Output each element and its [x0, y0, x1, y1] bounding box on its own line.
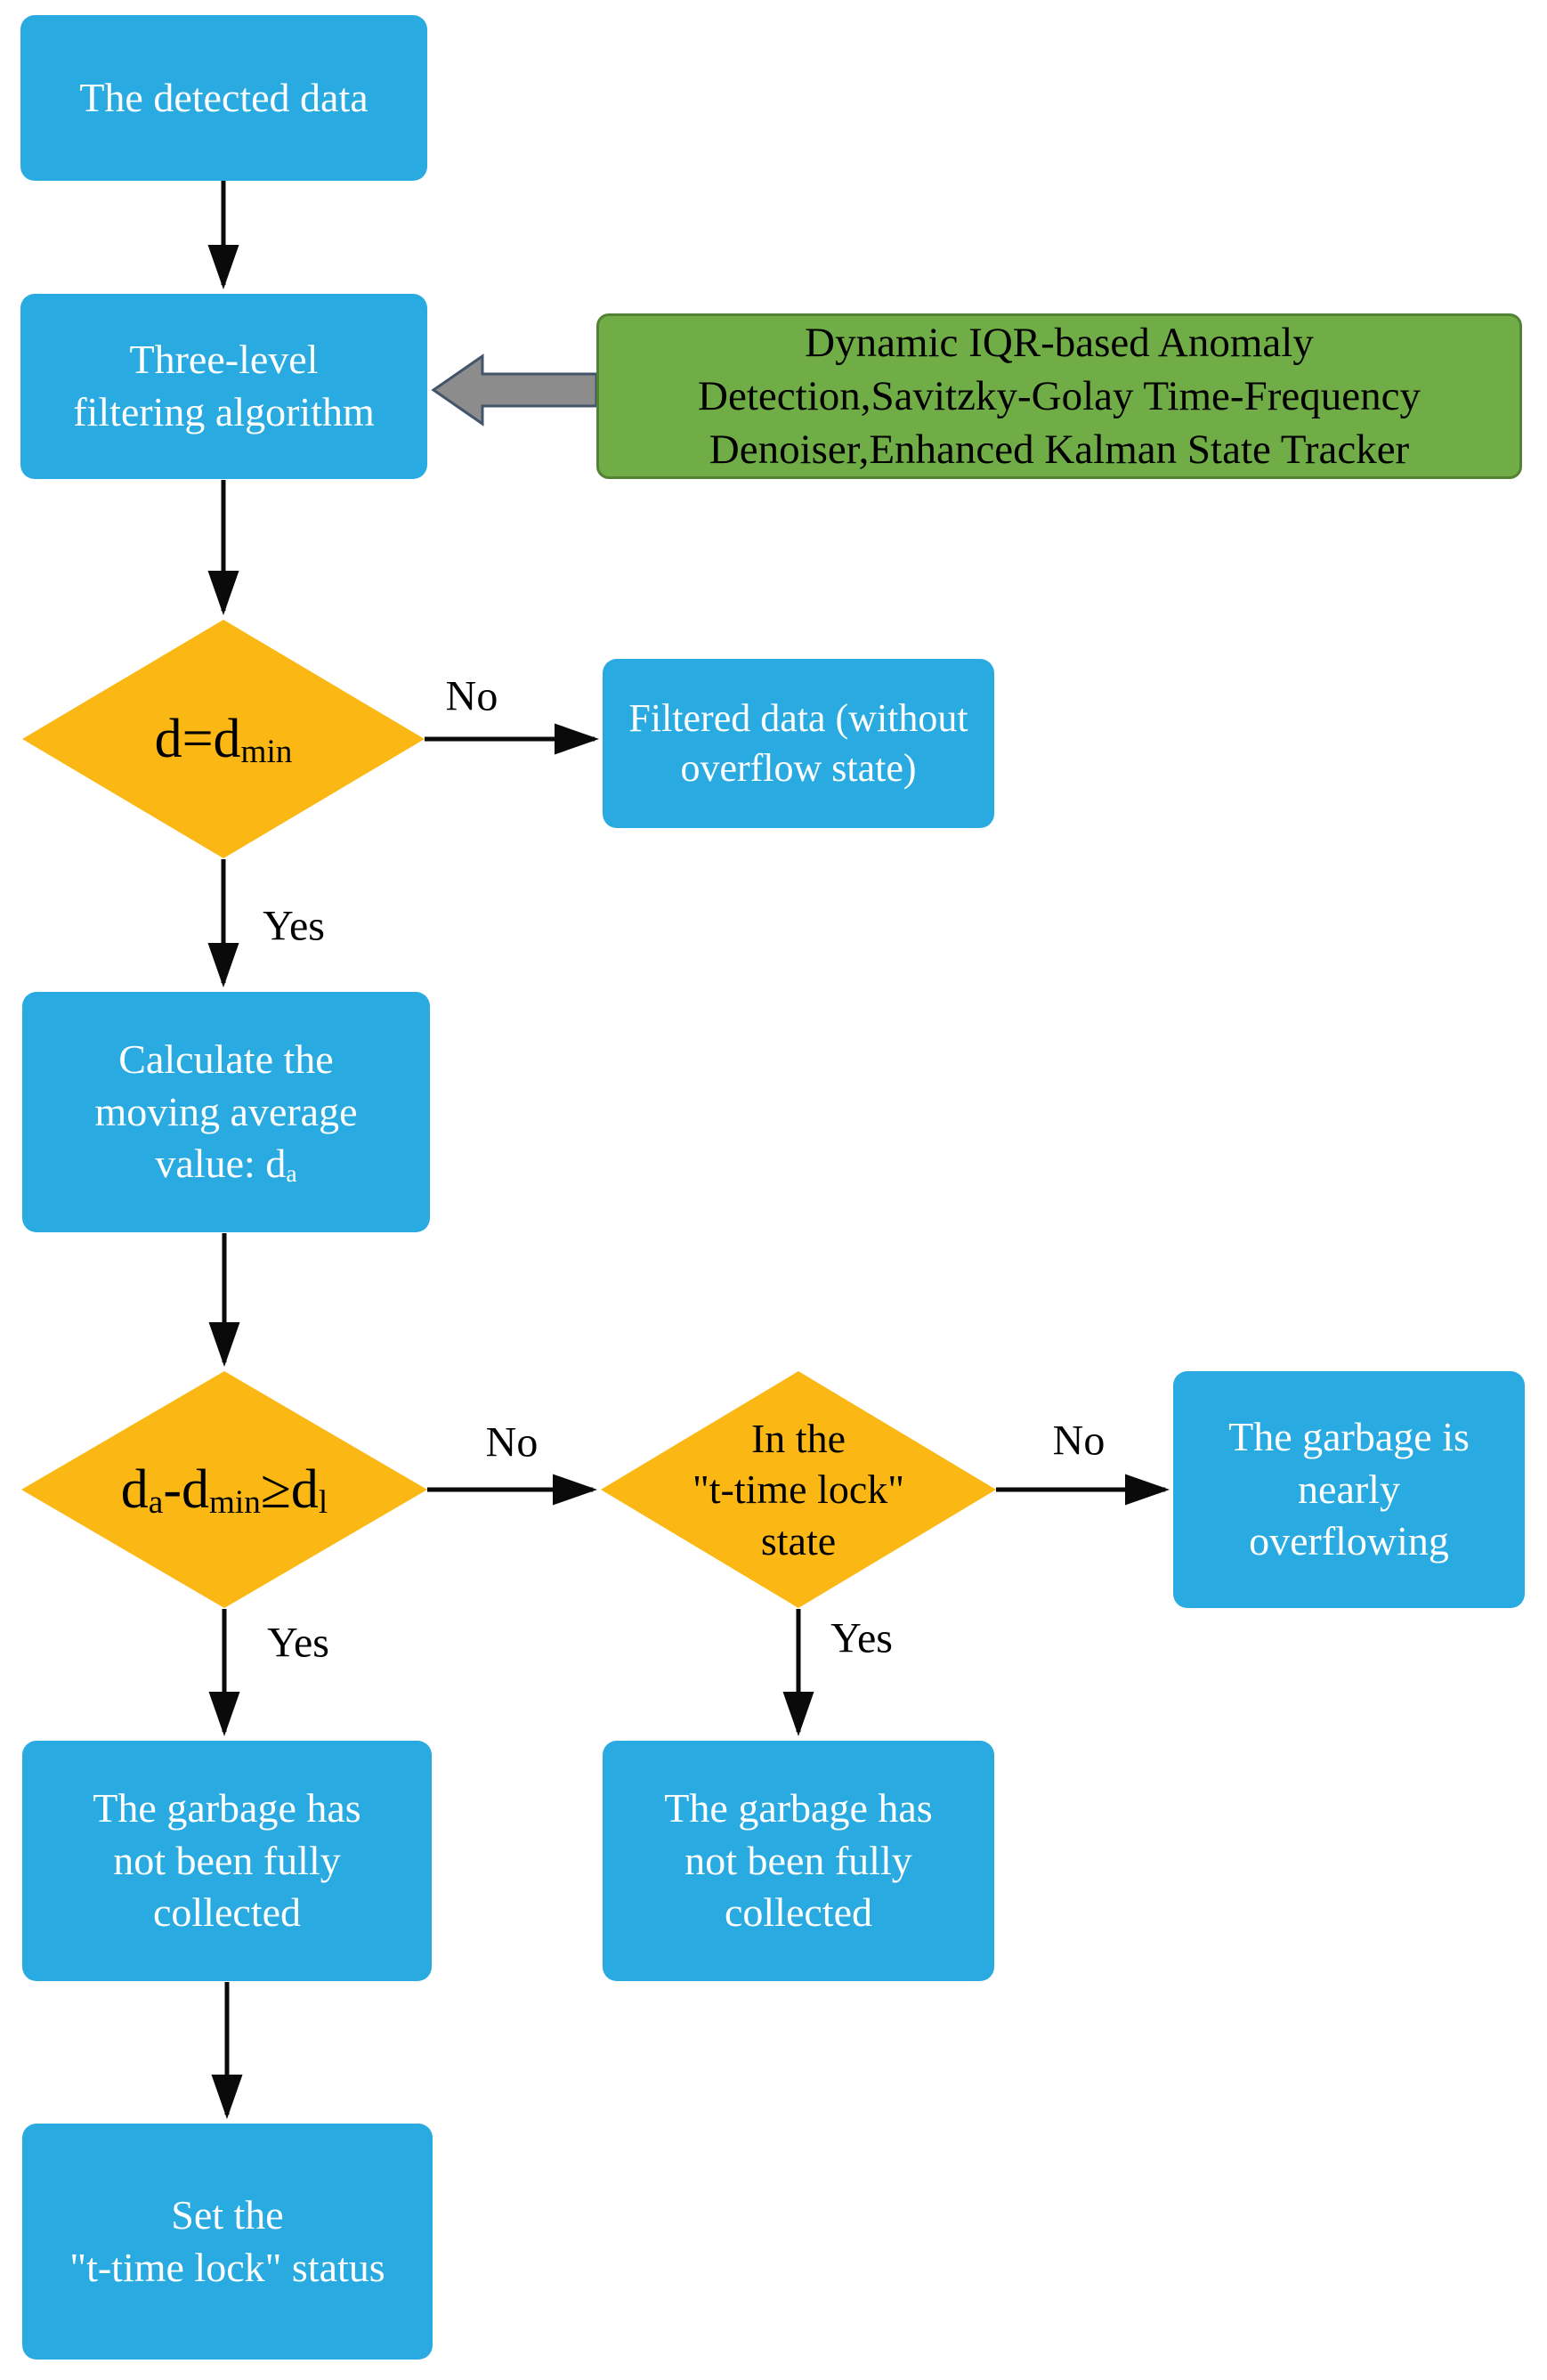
node-line: overflow state)	[680, 746, 917, 790]
node-line: The garbage has	[93, 1784, 361, 1831]
node-line: Dynamic IQR-based Anomaly	[805, 319, 1314, 366]
node-line: collected	[724, 1889, 872, 1936]
node-line: Filtered data (without	[628, 695, 968, 740]
node-line: Set the	[171, 2191, 284, 2238]
formula-text: -d	[163, 1458, 209, 1520]
formula-text: d	[120, 1458, 149, 1520]
node-line: Detection,Savitzky-Golay Time-Frequency	[698, 372, 1421, 419]
formula-subscript: min	[208, 1484, 261, 1522]
edge-label-no-2: No	[485, 1418, 539, 1466]
edge-label-yes-3: Yes	[830, 1614, 893, 1662]
node-line: moving average	[94, 1088, 358, 1134]
formula-subscript: a	[286, 1159, 297, 1188]
formula-subscript: min	[240, 734, 293, 771]
node-line: not been fully	[113, 1837, 341, 1883]
formula-subscript: a	[148, 1484, 164, 1522]
node-line: Denoiser,Enhanced Kalman State Tracker	[709, 426, 1410, 474]
node-line: overflowing	[1249, 1518, 1449, 1564]
node-line: "t-time lock" status	[69, 2244, 385, 2290]
formula-subscript: l	[318, 1484, 328, 1522]
node-line: The garbage is	[1228, 1413, 1470, 1459]
node-line: nearly	[1298, 1466, 1400, 1512]
node-not-collected-left: The garbage has not been fully collected	[22, 1741, 432, 1981]
decision-formula: da-dmin≥dl	[121, 1458, 328, 1522]
node-line: Calculate the	[118, 1036, 334, 1082]
node-algorithm-list: Dynamic IQR-based Anomaly Detection,Savi…	[596, 313, 1522, 479]
node-line: filtering algorithm	[73, 389, 375, 435]
node-line: state	[760, 1517, 837, 1564]
edge-label-no-3: No	[1052, 1417, 1106, 1465]
node-line: The garbage has	[664, 1784, 933, 1831]
node-line: "t-time lock"	[692, 1466, 905, 1513]
formula-text: ≥d	[260, 1458, 319, 1520]
node-detected-data: The detected data	[20, 15, 427, 181]
formula-text: value: d	[155, 1141, 287, 1187]
formula-text: d=d	[154, 708, 241, 769]
node-line: value: da	[155, 1138, 296, 1190]
node-not-collected-mid: The garbage has not been fully collected	[603, 1741, 994, 1981]
decision-formula: d=dmin	[155, 708, 293, 771]
node-label: The detected data	[79, 74, 369, 120]
edge-label-no-1: No	[445, 672, 498, 720]
edge-label-yes-2: Yes	[267, 1619, 329, 1667]
node-line: Three-level	[129, 337, 319, 383]
node-line: collected	[152, 1889, 301, 1936]
node-filtered-data: Filtered data (without overflow state)	[603, 659, 994, 828]
node-line: not been fully	[684, 1837, 912, 1883]
node-filtering-algorithm: Three-level filtering algorithm	[20, 294, 427, 479]
block-arrow-left-icon	[431, 353, 598, 426]
node-nearly-overflowing: The garbage is nearly overflowing	[1173, 1371, 1525, 1608]
node-calc-moving-average: Calculate the moving average value: da	[22, 992, 430, 1232]
edge-label-yes-1: Yes	[263, 902, 325, 950]
node-set-lock-status: Set the "t-time lock" status	[22, 2124, 433, 2360]
node-line: In the	[750, 1415, 846, 1461]
